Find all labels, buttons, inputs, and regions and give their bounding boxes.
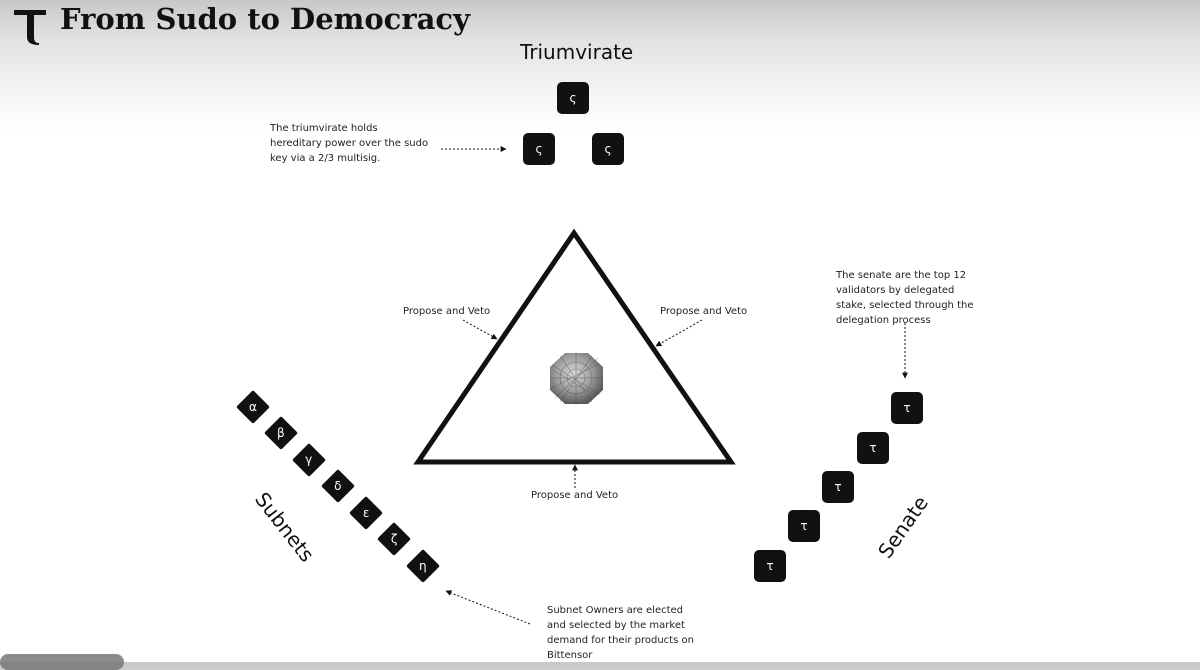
network-sphere-icon [550, 352, 603, 405]
triumvirate-member-tile: ς [592, 133, 624, 165]
subnets-note: Subnet Owners are elected and selected b… [547, 605, 694, 661]
governance-triangle [413, 228, 736, 465]
senate-member-tile: τ [891, 392, 923, 424]
edge-label-bottom: Propose and Veto [531, 490, 619, 501]
triumvirate-heading: Triumvirate [520, 40, 634, 64]
senate-member-tile: τ [857, 432, 889, 464]
left-edge-arrow [462, 319, 498, 340]
senate-member-tile: τ [754, 550, 786, 582]
edge-label-left: Propose and Veto [403, 306, 491, 317]
page-title: From Sudo to Democracy [60, 2, 470, 36]
senate-note: The senate are the top 12 validators by … [836, 270, 974, 326]
triumvirate-note: The triumvirate holds hereditary power o… [270, 123, 429, 164]
triumvirate-member-tile: ς [557, 82, 589, 114]
senate-member-tile: τ [822, 471, 854, 503]
scrollbar-thumb[interactable] [0, 654, 124, 670]
right-edge-arrow [655, 319, 703, 347]
senate-member-tile: τ [788, 510, 820, 542]
subnets-note-arrow [445, 590, 531, 625]
edge-label-right: Propose and Veto [660, 306, 748, 317]
triumvirate-member-tile: ς [523, 133, 555, 165]
tau-logo-icon [14, 10, 46, 45]
